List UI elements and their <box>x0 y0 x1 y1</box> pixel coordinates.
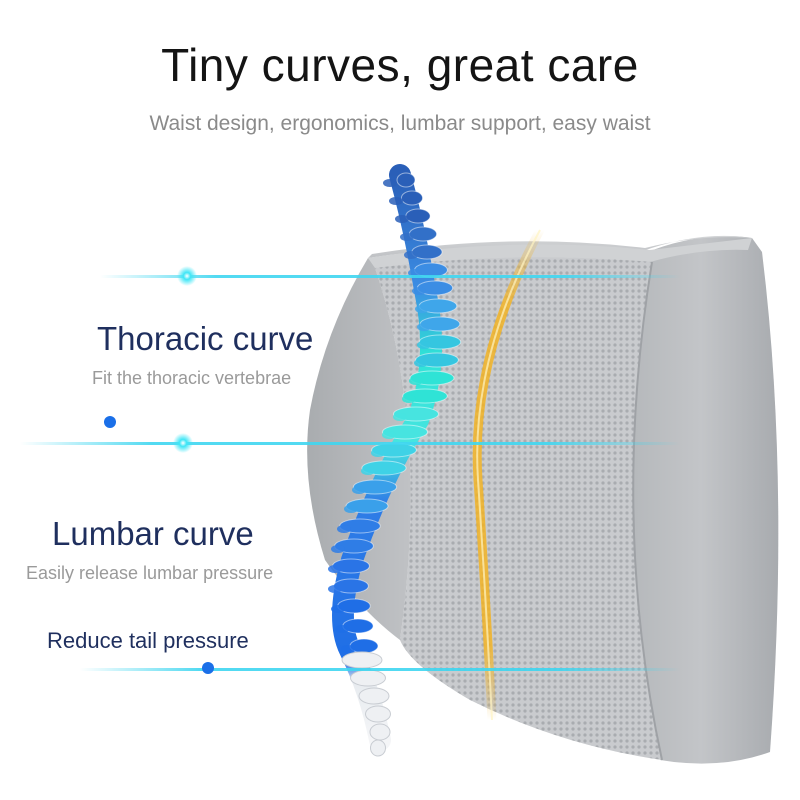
thoracic-curve-heading: Thoracic curve <box>97 320 314 357</box>
sacrum-bone <box>370 739 386 757</box>
sacrum-bone <box>358 687 390 705</box>
vertebra-process <box>341 645 355 653</box>
vertebra-process <box>412 287 426 295</box>
lumbar-curve-heading: Lumbar curve <box>52 515 254 552</box>
guide-line-thoracic <box>100 275 680 278</box>
sacrum-bone <box>369 723 391 741</box>
vertebra-process <box>331 545 345 553</box>
vertebra-process <box>404 251 418 259</box>
vertebra-process <box>328 565 342 573</box>
vertebra-process <box>352 486 366 494</box>
vertebra-process <box>402 395 416 403</box>
guide-line-lumbar <box>20 442 680 445</box>
thoracic-curve-description: Fit the thoracic vertebrae <box>92 368 292 388</box>
marker-dot-small <box>202 662 214 674</box>
page-title: Tiny curves, great care <box>161 39 639 91</box>
vertebra-process <box>395 215 409 223</box>
sacrum-bone <box>341 651 383 669</box>
vertebra-process <box>335 625 349 633</box>
vertebra-process <box>400 233 414 241</box>
vertebra-process <box>415 305 429 313</box>
cushion-mesh-front <box>375 257 662 760</box>
vertebra-process <box>417 323 431 331</box>
sacrum-bone <box>365 705 391 723</box>
vertebra <box>396 172 416 188</box>
cushion-side <box>624 236 779 764</box>
marker-dot <box>177 266 197 286</box>
tail-pressure-label: Reduce tail pressure <box>47 628 249 653</box>
marker-dot-small <box>104 416 116 428</box>
spine <box>328 164 462 757</box>
vertebra-process <box>344 505 358 513</box>
vertebra-process <box>331 605 345 613</box>
cushion-top <box>368 235 752 258</box>
vertebra-process <box>382 431 396 439</box>
vertebra <box>349 638 379 654</box>
cushion-left-edge <box>307 258 411 640</box>
page-subtitle: Waist design, ergonomics, lumbar support… <box>149 112 651 135</box>
vertebra <box>408 226 438 242</box>
vertebra-process <box>414 359 428 367</box>
vertebra-process <box>371 449 385 457</box>
vertebra-process <box>328 585 342 593</box>
vertebra-process <box>417 341 431 349</box>
marker-dot <box>173 433 193 453</box>
vertebra-process <box>393 413 407 421</box>
vertebra-process <box>409 377 423 385</box>
sacrum-bone <box>350 669 386 687</box>
vertebra <box>400 190 424 206</box>
vertebra-process <box>337 525 351 533</box>
vertebra-process <box>361 467 375 475</box>
vertebra <box>405 208 431 224</box>
guide-line-tail <box>80 668 680 671</box>
vertebra-process <box>389 197 403 205</box>
vertebra-process <box>383 179 397 187</box>
lumbar-curve-description: Easily release lumbar pressure <box>26 563 274 583</box>
